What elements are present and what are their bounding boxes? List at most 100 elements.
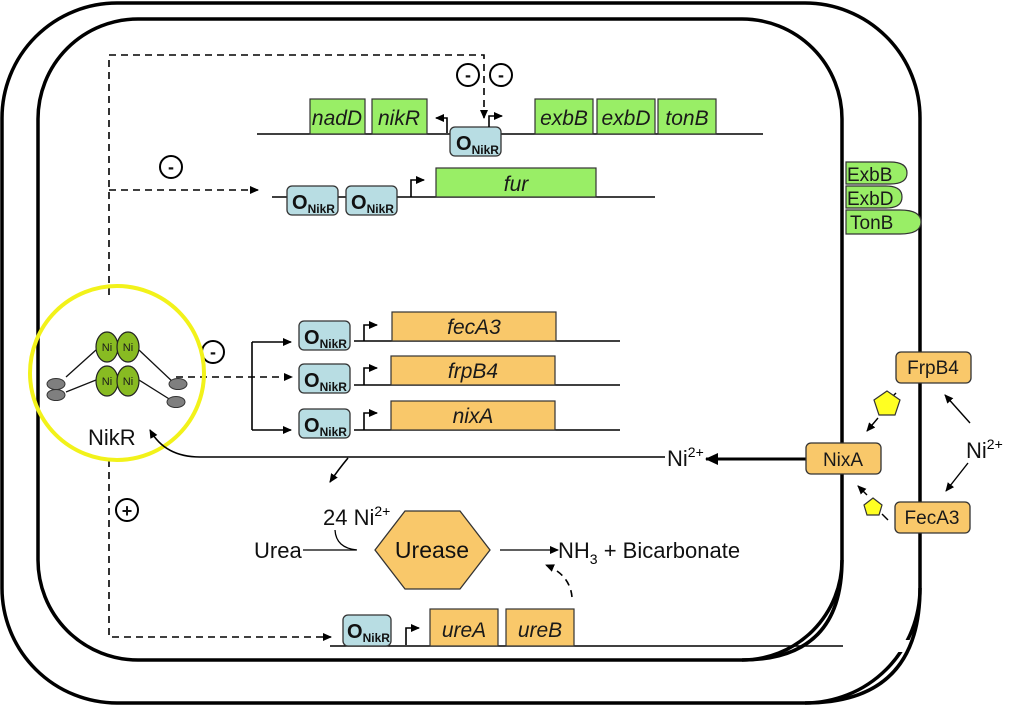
products-label: NH3 + Bicarbonate: [558, 538, 740, 567]
protein-TonB: TonB: [845, 209, 922, 235]
ni-to-nikr-line: [149, 429, 665, 458]
protein-FecA3: FecA3: [894, 501, 971, 534]
svg-text:fecA3: fecA3: [447, 316, 501, 339]
operator-fur-1: ONikR: [286, 185, 339, 216]
dashed-line-urease: [545, 564, 573, 598]
repress-sign-top-left: -: [456, 63, 480, 87]
svg-text:Ni: Ni: [123, 342, 133, 354]
svg-text:tonB: tonB: [665, 107, 708, 130]
promoter-arrow-left: [435, 114, 448, 133]
svg-text:frpB4: frpB4: [448, 360, 498, 383]
operator-frpB4: ONikR: [298, 363, 351, 394]
ni-to-urease-curve: [334, 529, 358, 551]
nikr-highlight-circle: [28, 284, 206, 462]
repress-sign-top-right: -: [489, 63, 513, 87]
gene-ureB: ureB: [505, 608, 575, 647]
svg-text:FecA3: FecA3: [905, 508, 960, 529]
gene-exbD: exbD: [596, 98, 656, 135]
svg-text:-: -: [465, 65, 471, 85]
dashed-line-top: [108, 54, 488, 295]
operon-fecA3: ONikR fecA3: [298, 311, 620, 351]
svg-text:-: -: [210, 342, 216, 362]
svg-text:ONikR: ONikR: [304, 370, 347, 394]
promoter-arrow-nixA: [363, 409, 378, 430]
gene-nixA: nixA: [390, 400, 556, 431]
operator-ure: ONikR: [342, 614, 392, 647]
gene-nadD: nadD: [309, 98, 366, 135]
line-mask: [843, 640, 1023, 652]
operator-nixA: ONikR: [298, 408, 351, 439]
promoter-arrow-right: [488, 112, 503, 127]
urea-label: Urea: [254, 538, 302, 563]
ni-outside-label: Ni2+: [966, 436, 1003, 463]
gene-exbB: exbB: [534, 98, 594, 135]
gene-ureA: ureA: [429, 608, 499, 647]
svg-text:Ni: Ni: [102, 376, 112, 388]
svg-text:ONikR: ONikR: [456, 133, 499, 157]
gene-fecA3: fecA3: [391, 311, 557, 342]
protein-FrpB4: FrpB4: [895, 351, 972, 384]
repress-sign-outer-genes: -: [201, 340, 225, 364]
svg-text:ExbB: ExbB: [847, 165, 892, 186]
gene-fur: fur: [435, 167, 597, 198]
outer-membrane: [0, 1, 922, 705]
operon-frpB4: ONikR frpB4: [298, 355, 620, 394]
ni-ion-1: Ni: [95, 331, 119, 363]
svg-text:-: -: [168, 157, 174, 177]
nikr-label: NikR: [88, 425, 136, 450]
pentagon-frpB4: [866, 390, 901, 432]
inner-membrane-corner: [741, 559, 844, 662]
svg-text:Ni: Ni: [102, 342, 112, 354]
ni-ion-2: Ni: [116, 331, 140, 363]
promoter-arrow-fur: [410, 176, 425, 197]
ton-complex: ExbB ExbD TonB: [845, 161, 922, 235]
urease-enzyme: Urease: [374, 510, 491, 590]
svg-text:fur: fur: [504, 173, 530, 196]
svg-text:nixA: nixA: [453, 405, 494, 428]
svg-text:exbD: exbD: [601, 107, 650, 130]
svg-text:ONikR: ONikR: [347, 621, 390, 645]
svg-text:exbB: exbB: [540, 107, 588, 130]
ni-ion-4: Ni: [116, 365, 140, 397]
regulation-lines: [108, 54, 573, 641]
svg-text:-: -: [498, 65, 504, 85]
svg-text:FrpB4: FrpB4: [907, 358, 959, 379]
nikr-complex: Ni Ni Ni Ni NikR: [28, 284, 206, 462]
operon-top: nadD nikR ONikR exbB exbD tonB: [257, 98, 763, 157]
ni-to-urease-arrow: [329, 457, 349, 483]
pentagon-fecA3: [857, 485, 889, 521]
protein-ExbD: ExbD: [845, 185, 903, 210]
gene-frpB4: frpB4: [390, 355, 556, 386]
svg-text:ONikR: ONikR: [304, 327, 347, 351]
gene-tonB: tonB: [657, 98, 717, 135]
svg-text:nikR: nikR: [378, 107, 420, 130]
protein-ExbB: ExbB: [845, 161, 908, 186]
branch-lines: [251, 338, 292, 434]
promoter-arrow-ure: [405, 624, 420, 645]
svg-text:ONikR: ONikR: [351, 192, 394, 216]
promoter-arrow-fecA3: [363, 321, 378, 341]
svg-text:TonB: TonB: [850, 213, 893, 234]
ni-urease-label: 24 Ni2+: [323, 503, 390, 530]
svg-text:Ni: Ni: [123, 376, 133, 388]
svg-text:nadD: nadD: [312, 107, 362, 130]
svg-text:ureA: ureA: [442, 619, 486, 642]
ni-ion-3: Ni: [95, 365, 119, 397]
ni-to-frpB4-arrow: [944, 394, 971, 424]
ni-inside-label: Ni2+: [667, 444, 704, 471]
ni-to-fecA3-arrow: [945, 462, 969, 492]
promoter-arrow-frpB4: [363, 364, 378, 385]
operator-fur-2: ONikR: [345, 185, 398, 216]
operon-nixA: ONikR nixA: [298, 400, 620, 439]
svg-text:Urease: Urease: [395, 537, 469, 563]
operon-fur: ONikR ONikR fur: [272, 167, 655, 216]
operator-top: ONikR: [449, 126, 502, 157]
gene-nikR: nikR: [371, 98, 428, 135]
nikr-arms: [65, 349, 176, 403]
outer-membrane-corner: [804, 587, 922, 705]
svg-text:ONikR: ONikR: [304, 415, 347, 439]
protein-NixA: NixA: [805, 442, 882, 475]
activate-sign-ure: +: [115, 498, 139, 522]
svg-text:+: +: [122, 501, 133, 521]
